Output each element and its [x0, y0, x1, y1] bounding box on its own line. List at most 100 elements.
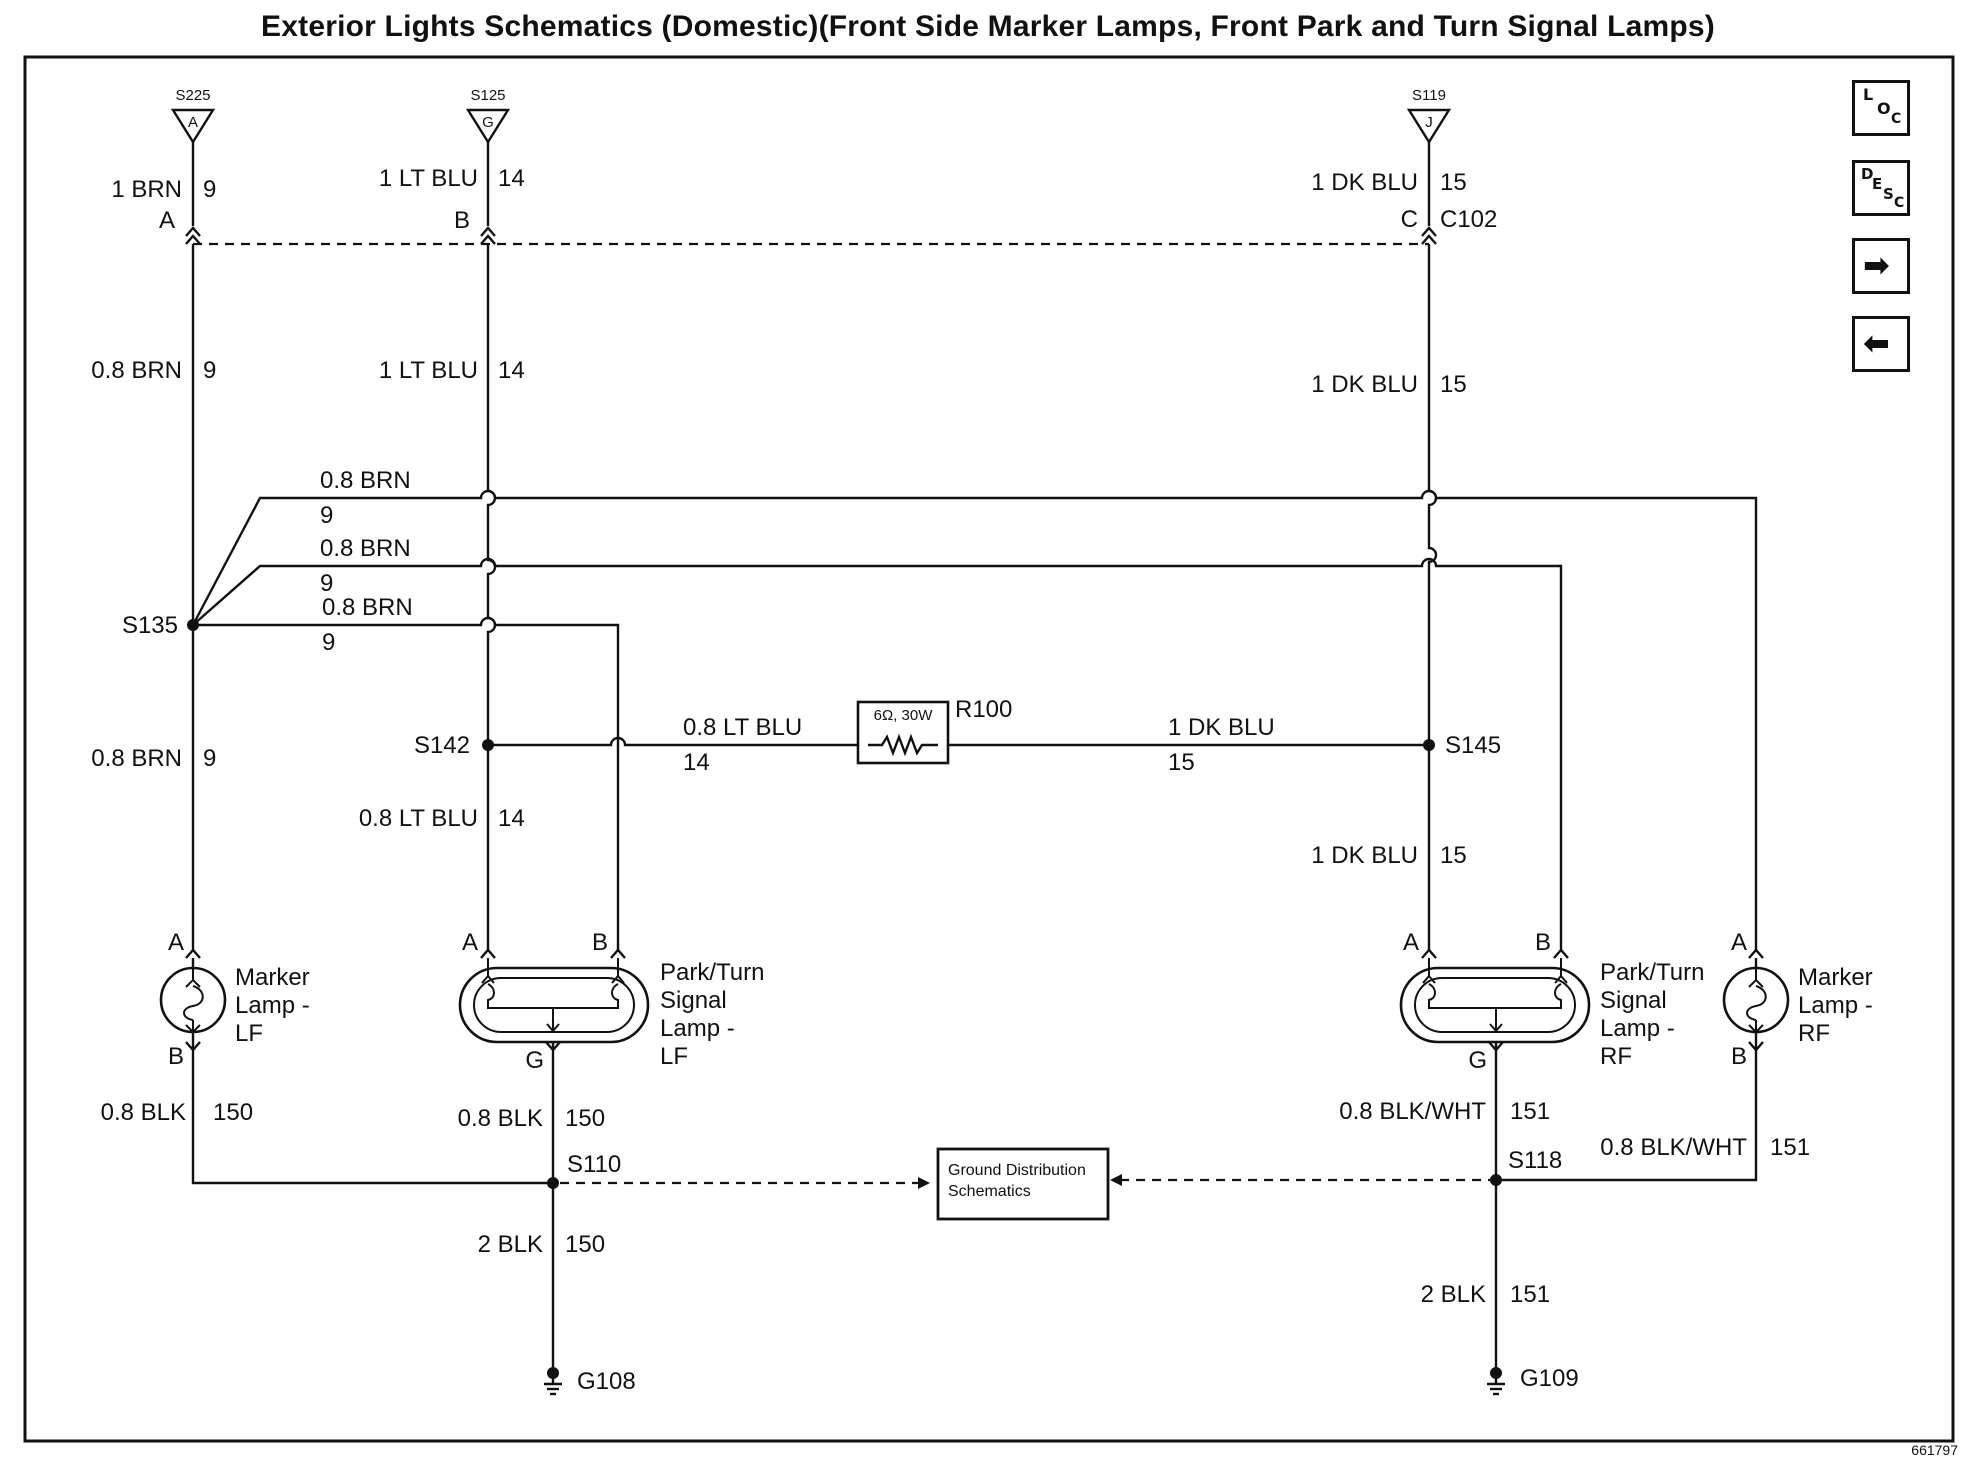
resistor-label: R100	[955, 696, 1012, 723]
wire-label: 0.8 BRN	[320, 467, 411, 494]
wire-circuit: 9	[320, 502, 333, 529]
splice-s135: S135	[122, 612, 199, 639]
resistor-r100[interactable]: 6Ω, 30W R100	[856, 696, 1012, 765]
desc-icon: D E S C	[1859, 165, 1907, 213]
arrow-right-icon: ➡	[1863, 246, 1890, 284]
marker-lamp-rf[interactable]: A B Marker Lamp - RF	[1722, 929, 1873, 1070]
wire-circuit: 150	[565, 1231, 605, 1258]
wire-label: 1 LT BLU	[379, 165, 478, 192]
figure-number: 661797	[1911, 1442, 1958, 1458]
lamp-pin: B	[1731, 1043, 1747, 1070]
splice-s110: S110	[547, 1151, 621, 1189]
lamp-label: Lamp -	[1798, 992, 1873, 1019]
wire-label: 0.8 BRN	[320, 535, 411, 562]
loc-letter: L	[1863, 85, 1874, 104]
wire-label: 0.8 BLK/WHT	[1600, 1134, 1747, 1161]
marker-lamp-lf[interactable]: A B Marker Lamp - LF	[159, 929, 310, 1070]
wire-circuit: 15	[1440, 371, 1467, 398]
wire-label: 1 BRN	[111, 176, 182, 203]
splice-pack-label: S225	[175, 87, 210, 104]
wire-circuit: 151	[1510, 1098, 1550, 1125]
splice-pack-s125[interactable]: S125 G	[465, 87, 511, 145]
splice-label: S135	[122, 612, 178, 639]
desc-letter: E	[1872, 175, 1883, 193]
wire-circuit: 15	[1440, 842, 1467, 869]
lamp-label: LF	[235, 1020, 263, 1047]
splice-label: S110	[567, 1151, 621, 1178]
splice-label: S142	[414, 732, 470, 759]
ground-label: G109	[1520, 1365, 1579, 1392]
lamp-label: Signal	[1600, 987, 1667, 1014]
ground-distribution-label: Schematics	[948, 1183, 1031, 1200]
park-turn-lamp-lf[interactable]: A B G Park/Turn Signal Lamp - LF	[458, 929, 764, 1074]
wire-label: 1 LT BLU	[379, 357, 478, 384]
loc-letter: O	[1877, 99, 1891, 118]
wire-label: 1 DK BLU	[1168, 714, 1275, 741]
wire-circuit: 9	[203, 745, 216, 772]
wire-circuit: 150	[213, 1099, 253, 1126]
desc-letter: S	[1883, 185, 1894, 203]
lamp-label: Park/Turn	[660, 959, 764, 986]
lamp-label: Signal	[660, 987, 727, 1014]
lamp-pin: A	[168, 929, 184, 956]
splice-pack-pin: J	[1425, 114, 1433, 131]
splice-s118: S118	[1490, 1147, 1562, 1186]
lamp-pin: A	[1403, 929, 1419, 956]
lamp-label: LF	[660, 1043, 688, 1070]
wire-label: 1 DK BLU	[1311, 169, 1418, 196]
ground-label: G108	[577, 1368, 636, 1395]
desc-letter: D	[1861, 165, 1874, 183]
lamp-label: Lamp -	[1600, 1015, 1675, 1042]
wire-label: 0.8 BRN	[91, 357, 182, 384]
next-page-button[interactable]: ➡	[1852, 238, 1910, 294]
wire-label: 1 DK BLU	[1311, 371, 1418, 398]
lamp-label: RF	[1798, 1020, 1830, 1047]
wire-label: 0.8 LT BLU	[359, 805, 478, 832]
connector-pin-a: A	[159, 207, 175, 234]
diagram-border	[23, 55, 1955, 1443]
lamp-pin: A	[1731, 929, 1747, 956]
splice-label: S118	[1508, 1147, 1562, 1174]
lamp-label: Marker	[1798, 964, 1873, 991]
splice-pack-s119[interactable]: S119 J	[1406, 87, 1452, 145]
lamp-label: Lamp -	[660, 1015, 735, 1042]
splice-pack-label: S125	[470, 87, 505, 104]
wire-circuit: 14	[498, 165, 525, 192]
loc-icon: L O C	[1861, 85, 1907, 133]
wire-circuit: 9	[203, 357, 216, 384]
connector-name: C102	[1440, 206, 1497, 233]
lamp-pin: B	[592, 929, 608, 956]
arrow-left-icon: ⬅	[1863, 324, 1890, 362]
wire-label: 1 DK BLU	[1311, 842, 1418, 869]
lamp-label: Park/Turn	[1600, 959, 1704, 986]
connector-pin-c: C	[1401, 206, 1418, 233]
splice-pack-s225[interactable]: S225 A	[170, 87, 216, 145]
loc-button[interactable]: L O C	[1852, 80, 1910, 136]
lamp-pin: B	[1535, 929, 1551, 956]
ground-g109: G109	[1487, 1365, 1579, 1396]
previous-page-button[interactable]: ⬅	[1852, 316, 1910, 372]
lamp-pin: G	[525, 1047, 544, 1074]
wire-circuit: 151	[1510, 1281, 1550, 1308]
desc-letter: C	[1894, 195, 1905, 211]
lamp-pin: G	[1468, 1047, 1487, 1074]
lamp-label: RF	[1600, 1043, 1632, 1070]
wire-circuit: 9	[320, 570, 333, 597]
park-turn-lamp-rf[interactable]: A B G Park/Turn Signal Lamp - RF	[1399, 929, 1704, 1074]
desc-button[interactable]: D E S C	[1852, 160, 1910, 216]
ground-distribution-link[interactable]: Ground Distribution Schematics	[936, 1147, 1110, 1221]
connector-pin-b: B	[454, 207, 470, 234]
splice-s145: S145	[1423, 732, 1501, 759]
lamp-connector-chevrons	[185, 948, 1764, 959]
splice-pack-pin: A	[188, 114, 198, 131]
wire-circuit: 151	[1770, 1134, 1810, 1161]
wire-label: 0.8 BLK	[101, 1099, 186, 1126]
wire-label: 0.8 BLK	[458, 1105, 543, 1132]
lamp-label: Lamp -	[235, 992, 310, 1019]
page-title: Exterior Lights Schematics (Domestic)(Fr…	[261, 10, 1715, 43]
wire-circuit: 14	[498, 357, 525, 384]
splice-pack-pin: G	[482, 114, 494, 131]
splice-label: S145	[1445, 732, 1501, 759]
wire-label: 0.8 BRN	[322, 594, 413, 621]
